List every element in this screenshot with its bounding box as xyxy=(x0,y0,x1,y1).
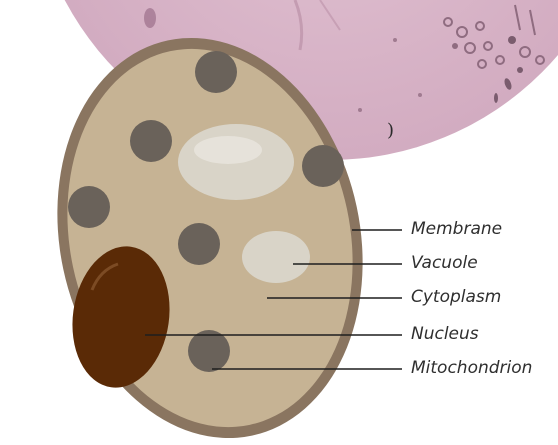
label-cytoplasm: Cytoplasm xyxy=(411,287,501,307)
large-vacuole-highlight xyxy=(194,136,262,164)
mitochondrion xyxy=(188,330,230,372)
organelle xyxy=(178,223,220,265)
label-membrane: Membrane xyxy=(411,219,502,239)
organelle xyxy=(195,51,237,93)
label-vacuole: Vacuole xyxy=(411,253,478,273)
organelle xyxy=(302,145,344,187)
organelle xyxy=(130,120,172,162)
organelle xyxy=(68,186,110,228)
small-vacuole xyxy=(242,231,310,283)
label-mitochondrion: Mitochondrion xyxy=(411,358,532,378)
stray-mark: ) xyxy=(387,120,394,141)
label-nucleus: Nucleus xyxy=(411,324,479,344)
